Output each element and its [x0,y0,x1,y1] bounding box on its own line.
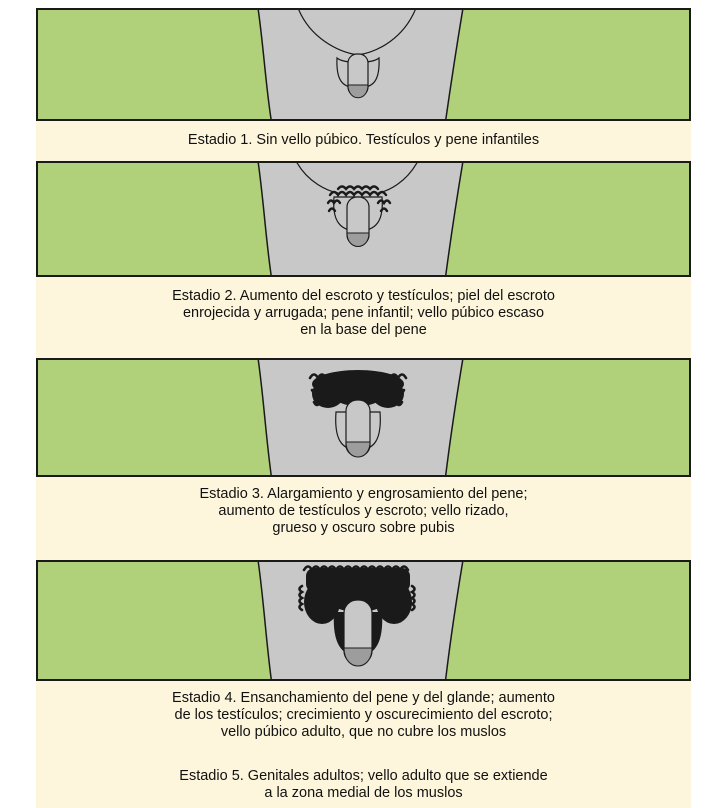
stage-4-illustration [36,560,691,681]
stage-3-drawing [257,360,464,475]
tanner-stages-figure: Estadio 1. Sin vello púbico. Testículos … [36,8,691,808]
stage-1-caption: Estadio 1. Sin vello púbico. Testículos … [187,132,540,148]
stage-3-illustration [36,358,691,477]
stage-1-drawing [257,10,464,119]
stage-4-caption: Estadio 4. Ensanchamiento del pene y del… [172,690,555,740]
stage-2-drawing [257,163,464,275]
stage-3-caption: Estadio 3. Alargamiento y engrosamiento … [199,486,528,536]
stage-5-caption: Estadio 5. Genitales adultos; vello adul… [179,768,548,801]
stage-4-drawing [257,562,464,679]
stage-1-illustration [36,8,691,121]
stage-2-illustration [36,161,691,277]
stage-2-caption: Estadio 2. Aumento del escroto y testícu… [172,288,555,338]
